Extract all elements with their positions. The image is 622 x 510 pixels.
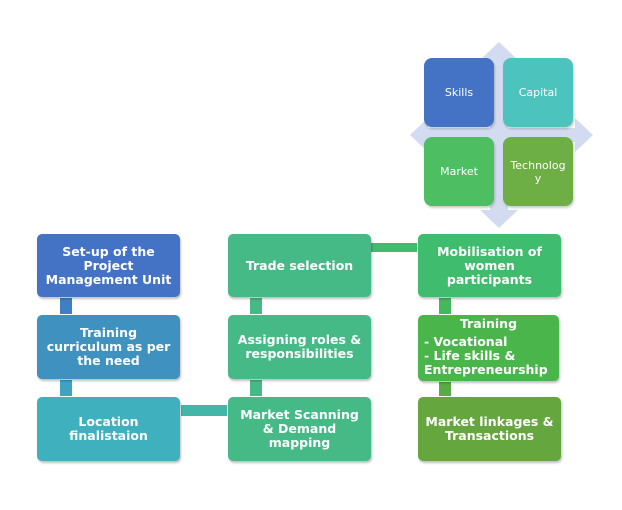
connector-mobilisation-training	[439, 298, 451, 314]
skills-label: Skills	[444, 86, 474, 99]
connector-roles-trade	[250, 298, 262, 314]
training-item-vocational: - Vocational	[424, 334, 508, 349]
trade-selection-box: Trade selection	[228, 234, 371, 297]
skills-box: Skills	[424, 58, 494, 127]
connector-location-scanning	[181, 405, 227, 416]
training-box: Training - Vocational - Life skills & En…	[418, 315, 559, 381]
pmu-setup-label: Set-up of the Project Management Unit	[45, 243, 172, 287]
location-label: Location finalistaion	[69, 414, 148, 443]
connector-training-linkages	[439, 382, 451, 396]
training-curriculum-label: Training curriculum as per the need	[46, 325, 171, 368]
roles-box: Assigning roles & responsibilities	[228, 315, 371, 379]
mobilisation-box: Mobilisation of women participants	[418, 234, 561, 297]
connector-pmu-curriculum	[60, 298, 72, 314]
cross-arrow-shape	[410, 42, 593, 228]
training-item-entrepreneurship: Entrepreneurship	[424, 362, 548, 377]
roles-label: Assigning roles & responsibilities	[237, 332, 362, 361]
training-item-life-skills: - Life skills &	[424, 348, 516, 363]
location-box: Location finalistaion	[37, 397, 180, 461]
connector-curriculum-location	[60, 380, 72, 396]
trade-selection-label: Trade selection	[245, 257, 354, 273]
connector-scanning-roles	[250, 380, 262, 396]
capital-label: Capital	[518, 86, 558, 99]
market-label: Market	[440, 165, 478, 178]
technology-label: Technolog y	[510, 158, 566, 185]
mobilisation-label: Mobilisation of women participants	[437, 243, 542, 287]
connector-trade-mobilisation	[371, 243, 417, 252]
market-linkages-label: Market linkages & Transactions	[425, 414, 554, 443]
training-title: Training	[459, 316, 518, 331]
market-scanning-box: Market Scanning & Demand mapping	[228, 397, 371, 461]
market-box: Market	[424, 137, 494, 206]
training-curriculum-box: Training curriculum as per the need	[37, 315, 180, 379]
capital-box: Capital	[503, 58, 573, 127]
market-scanning-label: Market Scanning & Demand mapping	[240, 407, 359, 450]
market-linkages-box: Market linkages & Transactions	[418, 397, 561, 461]
pmu-setup-box: Set-up of the Project Management Unit	[37, 234, 180, 297]
technology-box: Technolog y	[503, 137, 573, 206]
